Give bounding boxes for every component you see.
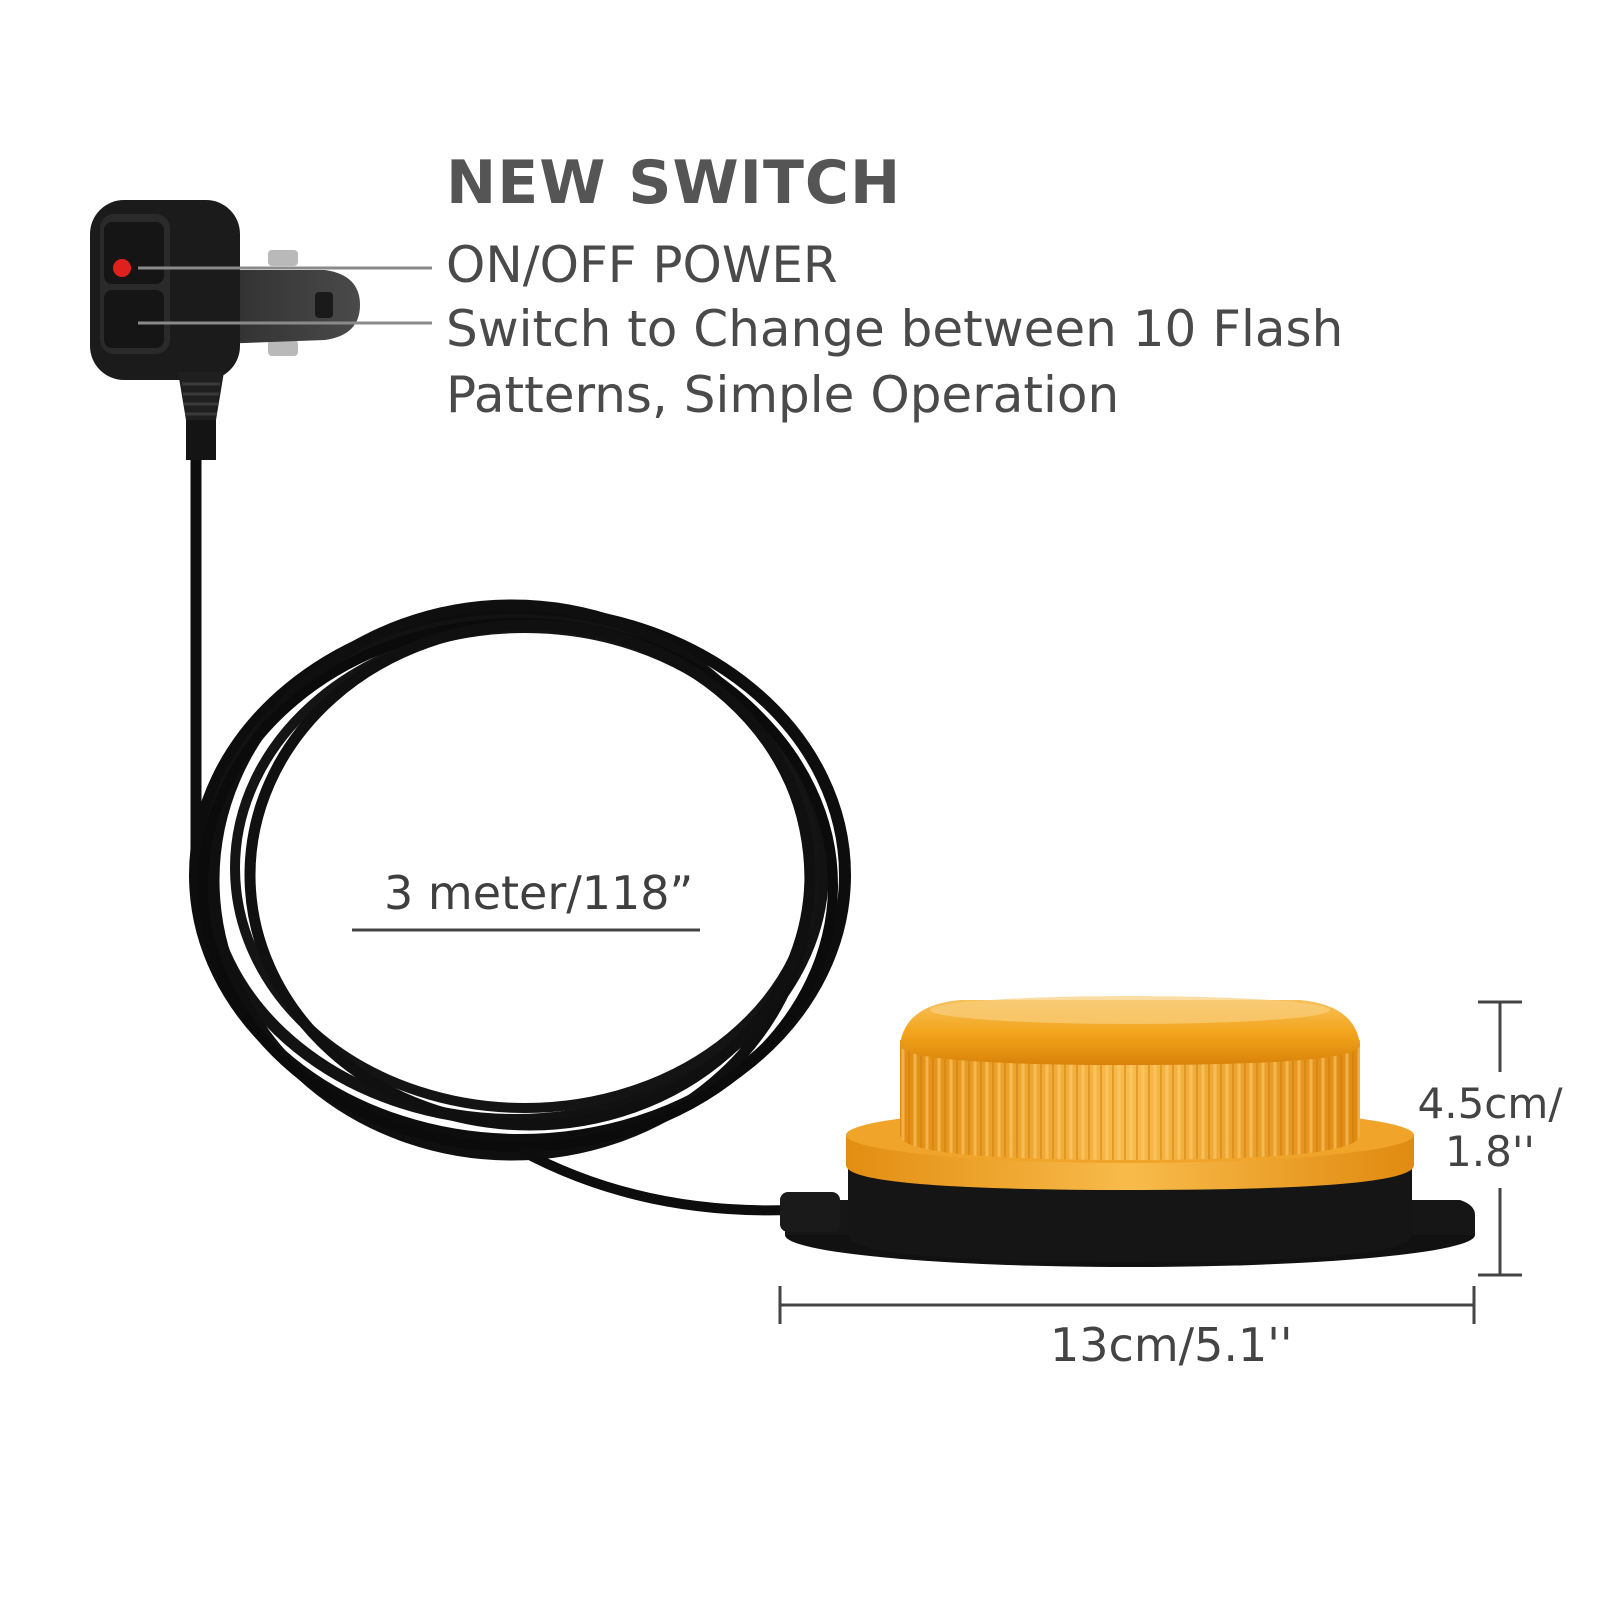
width-label: 13cm/5.1'': [1050, 1318, 1293, 1372]
beacon-icon: [780, 996, 1475, 1267]
headline: NEW SWITCH: [446, 148, 902, 218]
cable-length-label: 3 meter/118”: [384, 866, 694, 920]
feature-power: ON/OFF POWER: [446, 236, 838, 294]
power-cable: [189, 449, 851, 1216]
feature-pattern-line1: Switch to Change between 10 Flash: [446, 300, 1344, 358]
width-dimension-bracket: [778, 1286, 1476, 1324]
feature-pattern-line2: Patterns, Simple Operation: [446, 366, 1120, 424]
plug-icon: [90, 200, 360, 460]
height-label-line2: 1.8'': [1445, 1127, 1535, 1176]
mode-switch: [104, 290, 164, 348]
height-dimension-bracket: [1478, 1000, 1522, 1277]
height-label: 4.5cm/ 1.8'': [1400, 1080, 1580, 1176]
height-label-line1: 4.5cm/: [1417, 1079, 1563, 1128]
indicator-led: [113, 259, 131, 277]
power-switch: [104, 222, 164, 284]
